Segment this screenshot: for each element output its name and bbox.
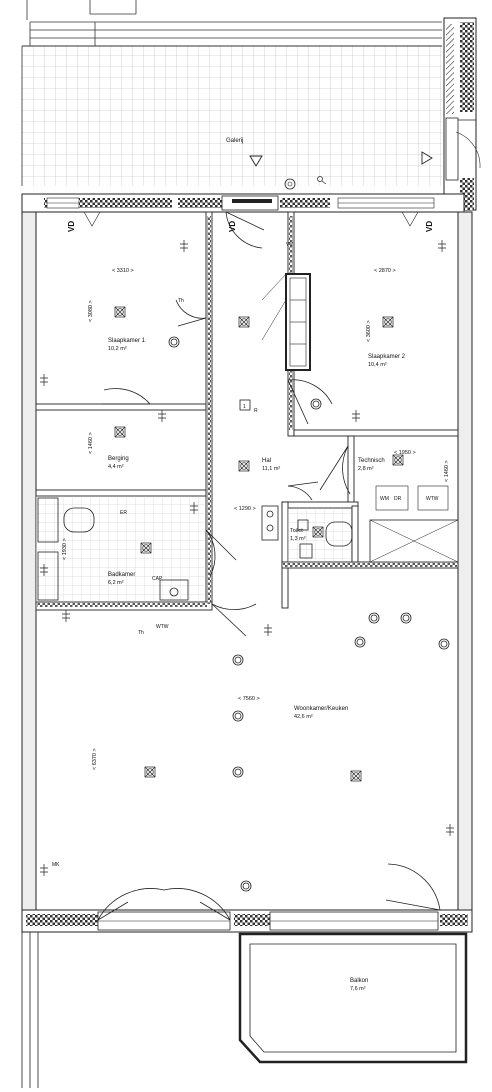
dim-technisch-width: < 1950 > [394,450,416,456]
vd-label: VD [67,221,76,232]
symbol-labels: WTW CAP ER WM DR WTW MK Th Th VV [52,242,439,868]
wtw-tech-label: WTW [426,496,439,502]
berging-area: 4,4 m² [108,464,124,470]
toilet-wc-icon [325,521,353,547]
doorbell-icon [317,176,323,182]
wall-right [457,211,473,911]
spot-light-icon [354,636,366,648]
vd-label: VD [425,221,434,232]
slope-arrow [249,155,263,167]
dim-bad-depth: < 1930 > [62,538,68,560]
ceiling-light-icon [144,766,156,778]
spot-light-icon [438,638,450,650]
spot-light-icon [310,398,322,410]
ceiling-light-icon [350,770,362,782]
shower-drain-icon [169,587,179,597]
vv-label: VV [286,242,293,248]
balkon-area: 7,6 m² [350,986,366,992]
dim-slk2-width: < 2870 > [374,268,396,274]
spot-light-icon [368,612,380,624]
th-label: Th [178,298,184,304]
ceiling-light-icon [114,306,126,318]
ceiling-light-icon [392,454,404,466]
vd-label: VD [228,221,237,232]
spot-light-icon [400,612,412,624]
er-label: ER [120,510,127,516]
spot-light-icon [168,336,180,348]
wall-left [21,211,37,911]
slaapkamer1-area: 10,2 m² [108,346,127,352]
ceiling-light-icon [382,316,394,328]
ceiling-light-icon [140,542,152,554]
wm-label: WM [380,496,389,502]
socket-marks [40,240,454,876]
galerij-label: Galerij [226,138,243,144]
dim-technisch-depth: < 1460 > [444,460,450,482]
toilet-bowl-icon [63,507,95,533]
wtw-label: WTW [156,624,169,630]
hal-area: 11,1 m² [262,466,280,472]
doors [97,211,441,921]
spot-light-icon [232,654,244,666]
technisch-name: Technisch [358,458,385,464]
badkamer-area: 6,2 m² [108,580,124,586]
woonkamer-name: Woonkamer/Keuken [294,706,348,712]
slope-arrow [421,151,433,165]
dim-slk1-width: < 3310 > [112,268,134,274]
dim-hal-width: < 1290 > [234,506,256,512]
slaapkamer2-name: Slaapkamer 2 [368,354,406,360]
toilet-name: Toilet [290,528,303,534]
smoke-detector-icon [239,399,251,411]
sink-icon [37,551,59,601]
room-labels: Slaapkamer 1 10,2 m² Slaapkamer 2 10,4 m… [108,338,406,992]
balkon-name: Balkon [350,978,368,984]
spot-light-icon [240,880,252,892]
spot-light-icon [232,710,244,722]
hal-name: Hal [262,458,271,464]
external-wall-column [443,17,481,211]
dim-slk2-depth: < 3600 > [366,320,372,342]
cap-label: CAP [152,576,163,582]
toilet-area: 1,3 m² [290,536,306,542]
technisch-shaft [369,485,459,563]
shaft-unit [261,273,311,371]
badkamer-name: Badkamer [108,572,135,578]
dim-woon-depth: < 6370 > [92,748,98,770]
ceiling-light-icon [312,526,324,538]
slaapkamer1-name: Slaapkamer 1 [108,338,146,344]
ceiling-light-icon [238,316,250,328]
smoke-detector-number: 1 [243,404,246,410]
facade-wall-bottom [21,909,473,933]
dim-woon-width: < 7560 > [238,696,260,702]
balkon-outline [21,932,468,1088]
ceiling-light-icon [114,426,126,438]
facade-wall-top [21,193,465,213]
dim-slk1-depth: < 3080 > [88,300,94,322]
vd-markers: VD VD VD [67,211,434,232]
badkamer-tiles [36,496,206,602]
spot-light-icon [232,766,244,778]
slaapkamer2-area: 10,4 m² [368,362,387,368]
woonkamer-area: 42,6 m² [294,714,313,720]
bathroom-fixtures [37,497,353,601]
technisch-area: 2,8 m² [358,466,374,472]
galerij-area: Galerij [21,0,442,190]
r-label: R [254,408,258,414]
ceiling-light-icon [238,460,250,472]
dim-berging-depth: < 1460 > [88,432,94,454]
dimension-labels: < 3310 > < 3080 > < 2870 > < 3600 > < 14… [62,268,450,770]
berging-name: Berging [108,456,129,462]
th-label: Th [138,630,144,636]
mk-label: MK [52,862,60,868]
dr-label: DR [394,496,402,502]
drain-icon [284,178,296,190]
